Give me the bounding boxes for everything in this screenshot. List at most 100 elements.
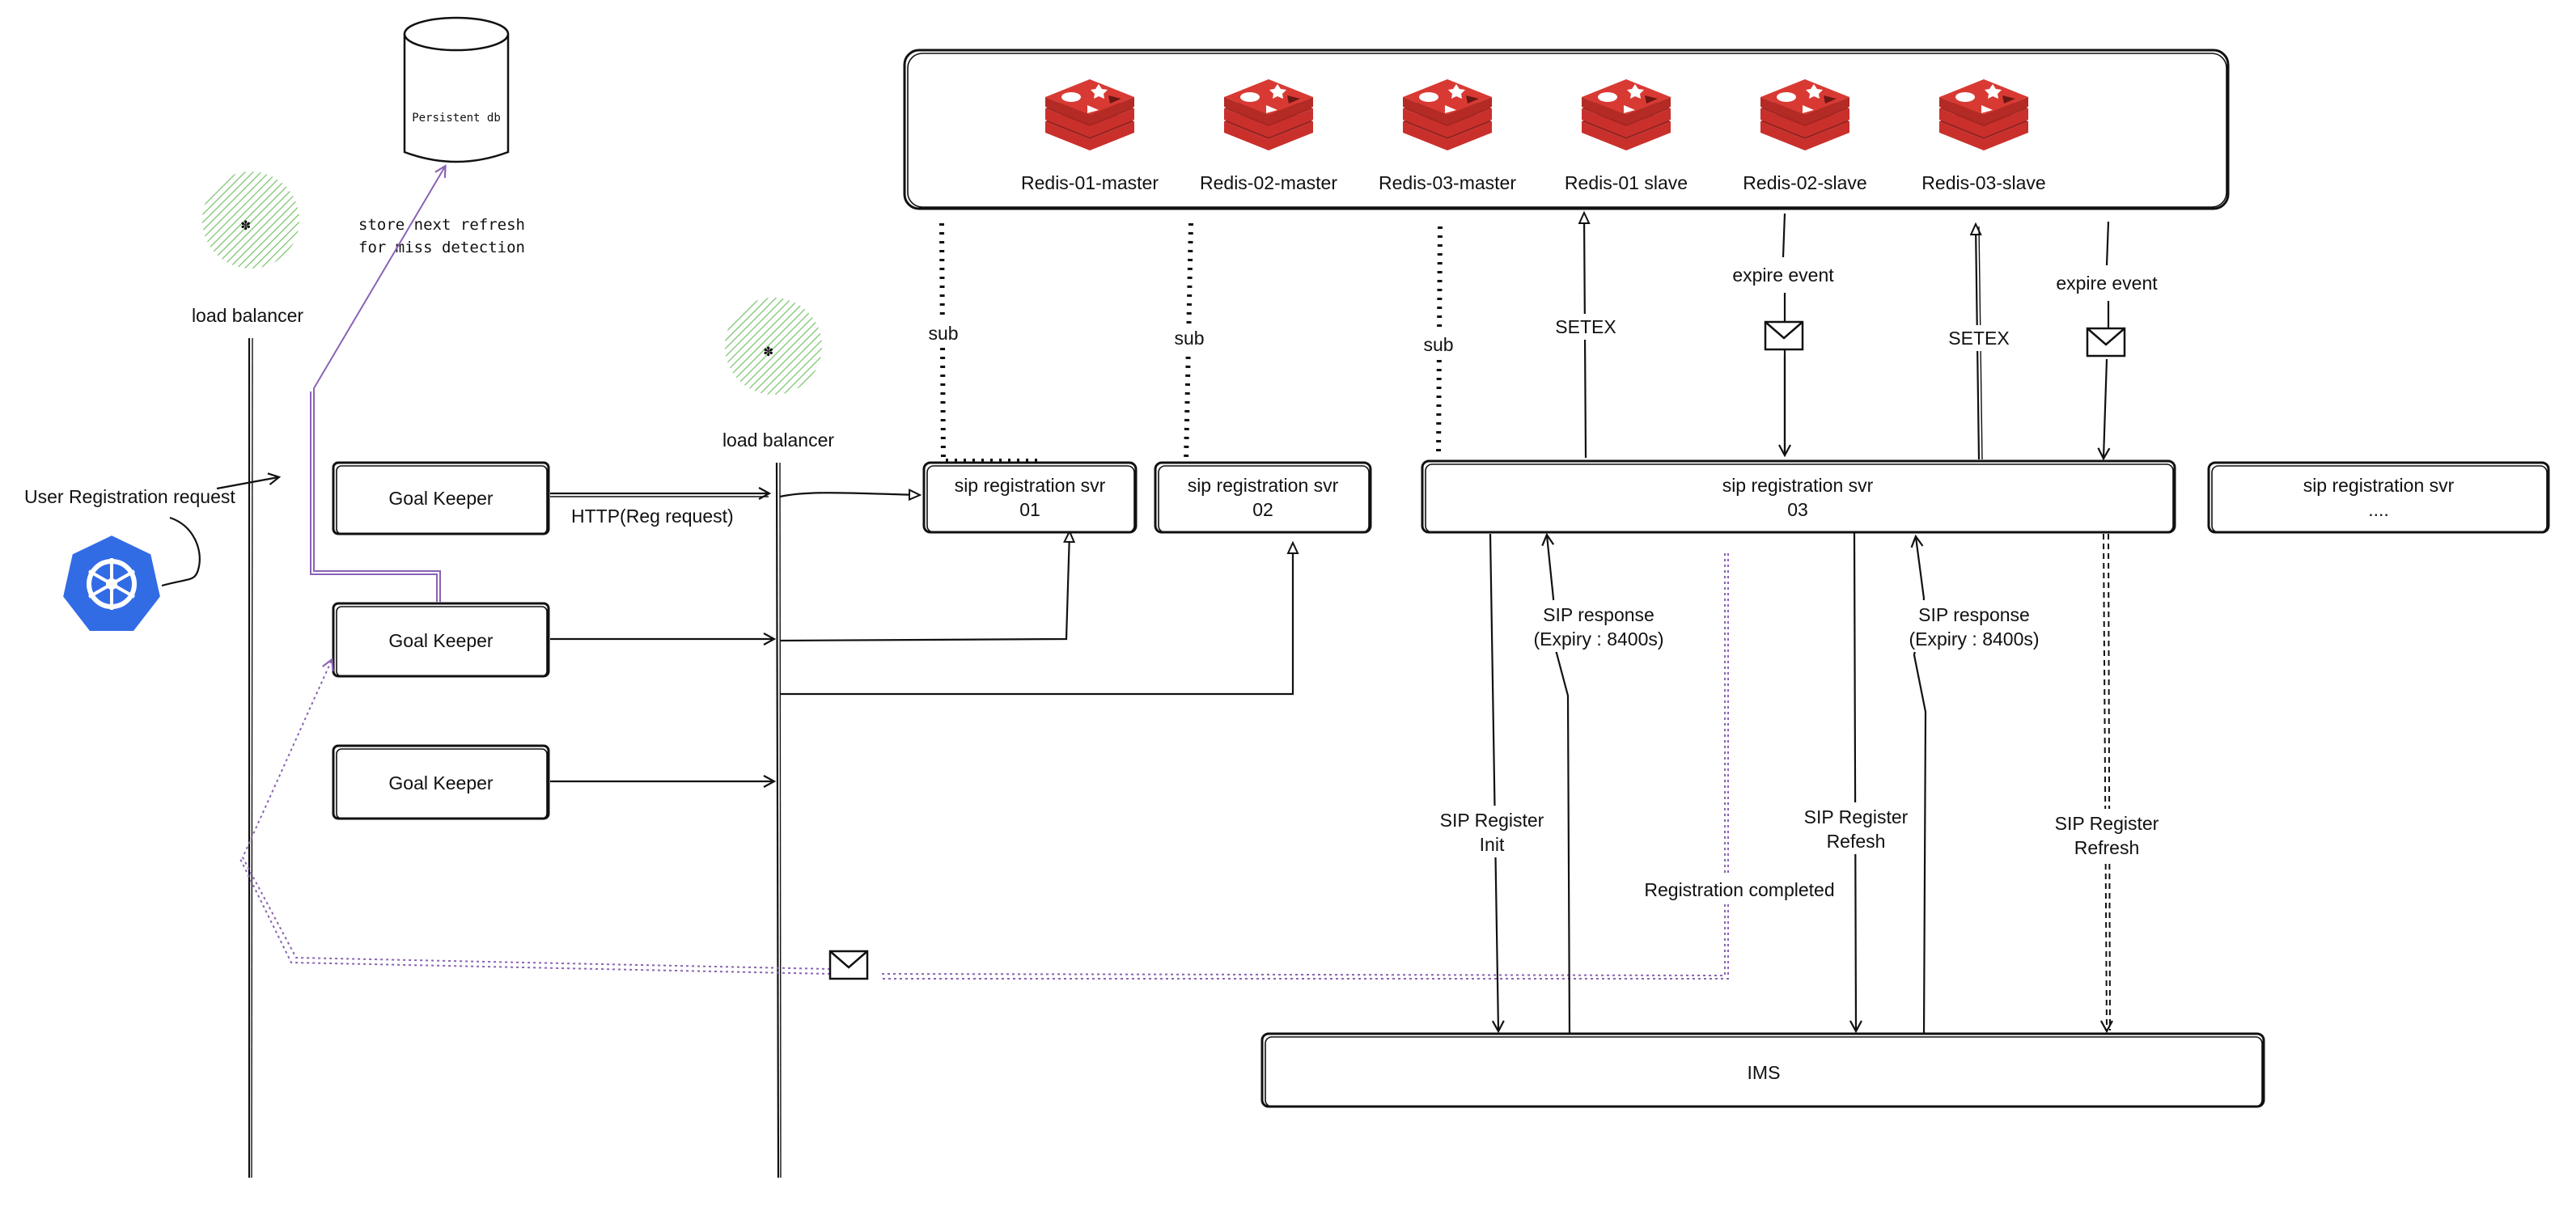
sip-response-2-bg [1901, 600, 2047, 652]
redis-node-2: Redis-02-master [1200, 79, 1337, 193]
registration-completed-path-sketch [239, 553, 1729, 980]
sip-server-box-sketch [2211, 465, 2548, 533]
sip-server-box [2207, 461, 2550, 534]
lb-to-sip1-arrow [779, 493, 919, 497]
sip-response-1-line1: SIP response [1543, 604, 1654, 625]
db-body [403, 34, 510, 163]
sip-register-refresh-line2: Refresh [2074, 837, 2140, 858]
ims-label: IMS [1748, 1062, 1781, 1083]
store-note-line1: store next refresh [358, 216, 525, 234]
load-balancer-mid-lifeline-sketch [779, 462, 782, 1179]
goal-keeper-label: Goal Keeper [388, 488, 493, 509]
goal-keeper-box-sketch [336, 465, 548, 535]
expire-label-1: expire event [1732, 264, 1834, 286]
sip-server-label: sip registration svr [2303, 475, 2455, 496]
sub-label-bg [1417, 332, 1460, 358]
redis-node-label: Redis-01-master [1021, 172, 1159, 193]
sip-server-03: sip registration svr 03 [1421, 459, 2176, 534]
envelope-icon [1764, 320, 1804, 351]
goal-keeper-3: Goal Keeper [332, 744, 550, 820]
user-request-label: User Registration request [24, 486, 235, 507]
sip-register-refesh-line2: Refesh [1827, 831, 1886, 852]
sip-register-refresh-line1: SIP Register [2055, 813, 2159, 834]
setex-label-bg [1547, 314, 1625, 340]
sip-server-label: sip registration svr [1722, 475, 1874, 496]
load-balancer-left-label: load balancer [192, 305, 303, 326]
redis-node-6: Redis-03-slave [1921, 79, 2046, 193]
sip-register-refresh-bg [2042, 809, 2173, 861]
user-request-arrow [216, 477, 278, 490]
sip-response-2-arrow [1914, 537, 1927, 1038]
sub-line-1 [939, 222, 1044, 463]
registration-completed-label: Registration completed [1644, 879, 1834, 900]
redis-cluster-container [903, 49, 2230, 210]
redis-node-label: Redis-01 slave [1565, 172, 1688, 193]
store-note-line2: for miss detection [358, 239, 525, 256]
sip-server-index: 01 [1019, 499, 1040, 520]
sip-server-01: sip registration svr 01 [922, 461, 1138, 534]
sip-server-box [922, 461, 1138, 534]
sub-label-bg [922, 320, 964, 346]
envelope-icon [2086, 327, 2126, 358]
persistent-db: Persistent db [403, 16, 510, 163]
sip-register-init-line2: Init [1480, 834, 1505, 855]
sip-server-box [1421, 459, 2176, 534]
sip-response-2-line1: SIP response [1918, 604, 2030, 625]
goal-keeper-2: Goal Keeper [332, 602, 550, 678]
sip-server-label: sip registration svr [1188, 475, 1339, 496]
sip-server-index: 03 [1787, 499, 1808, 520]
redis-node-label: Redis-02-master [1200, 172, 1337, 193]
kubernetes-icon [59, 531, 164, 634]
sip-register-refresh-arrow-sketch [2108, 533, 2111, 1031]
goal-keeper-label: Goal Keeper [388, 772, 493, 793]
sip-register-refesh-bg [1791, 802, 1922, 854]
load-balancer-icon-glyph: ✽ [764, 342, 773, 360]
sip-server-box-sketch [926, 465, 1135, 533]
sip-register-init-arrow [1489, 533, 1498, 1030]
redis-node-5: Redis-02-slave [1743, 79, 1867, 193]
lb-to-sip1-second-arrow [779, 532, 1070, 642]
redis-node-4: Redis-01 slave [1565, 79, 1688, 193]
goal-keeper-box-sketch [336, 606, 548, 677]
load-balancer-left: ✽ load balancer [192, 171, 303, 1179]
setex-label-1: SETEX [1555, 316, 1616, 337]
sip-register-refresh-arrow [2104, 533, 2107, 1030]
sip-response-2-line2: (Expiry : 8400s) [1909, 628, 2039, 650]
sip-register-init-line1: SIP Register [1440, 810, 1544, 831]
sip-server-index: 02 [1252, 499, 1273, 520]
registration-completed-path [241, 553, 1726, 977]
ims-box: IMS [1260, 1032, 2265, 1108]
setex-label-2: SETEX [1948, 328, 2009, 349]
redis-node-label: Redis-03-slave [1921, 172, 2045, 193]
goal-keeper-label: Goal Keeper [388, 630, 493, 651]
goal-keeper-box-sketch [336, 748, 548, 819]
ims-rect-sketch [1265, 1036, 2263, 1107]
sip-server-box [1154, 461, 1372, 534]
sip-response-1-bg [1526, 600, 1671, 652]
load-balancer-icon [725, 298, 822, 395]
load-balancer-mid-lifeline [775, 462, 780, 1179]
store-refresh-arrow [313, 167, 445, 602]
redis-node-1: Redis-01-master [1021, 79, 1159, 193]
load-balancer-icon [202, 171, 299, 269]
lb-to-sip2-arrow [780, 544, 1293, 696]
redis-node-label: Redis-03-master [1379, 172, 1516, 193]
db-top [403, 16, 510, 52]
redis-node-label: Redis-02-slave [1743, 172, 1866, 193]
load-balancer-icon-glyph: ✽ [241, 216, 251, 234]
goal-keeper-1: Goal Keeper [332, 461, 550, 535]
setex-label-bg [1940, 325, 2018, 351]
sip-register-refesh-line1: SIP Register [1804, 806, 1909, 827]
sip-server-box-sketch [1158, 465, 1370, 533]
redis-cluster-container-sketch [907, 53, 2227, 208]
sip-server-index: .... [2368, 499, 2389, 520]
sip-server-more: sip registration svr .... [2207, 461, 2550, 534]
sub-label-bg [1168, 325, 1210, 351]
redis-node-3: Redis-03-master [1379, 79, 1516, 193]
http-label: HTTP(Reg request) [571, 506, 734, 527]
envelope-icon [828, 950, 869, 980]
sub-label-3: sub [1423, 334, 1453, 355]
load-balancer-mid: ✽ load balancer [722, 298, 834, 1179]
user-request-curve [161, 516, 201, 587]
